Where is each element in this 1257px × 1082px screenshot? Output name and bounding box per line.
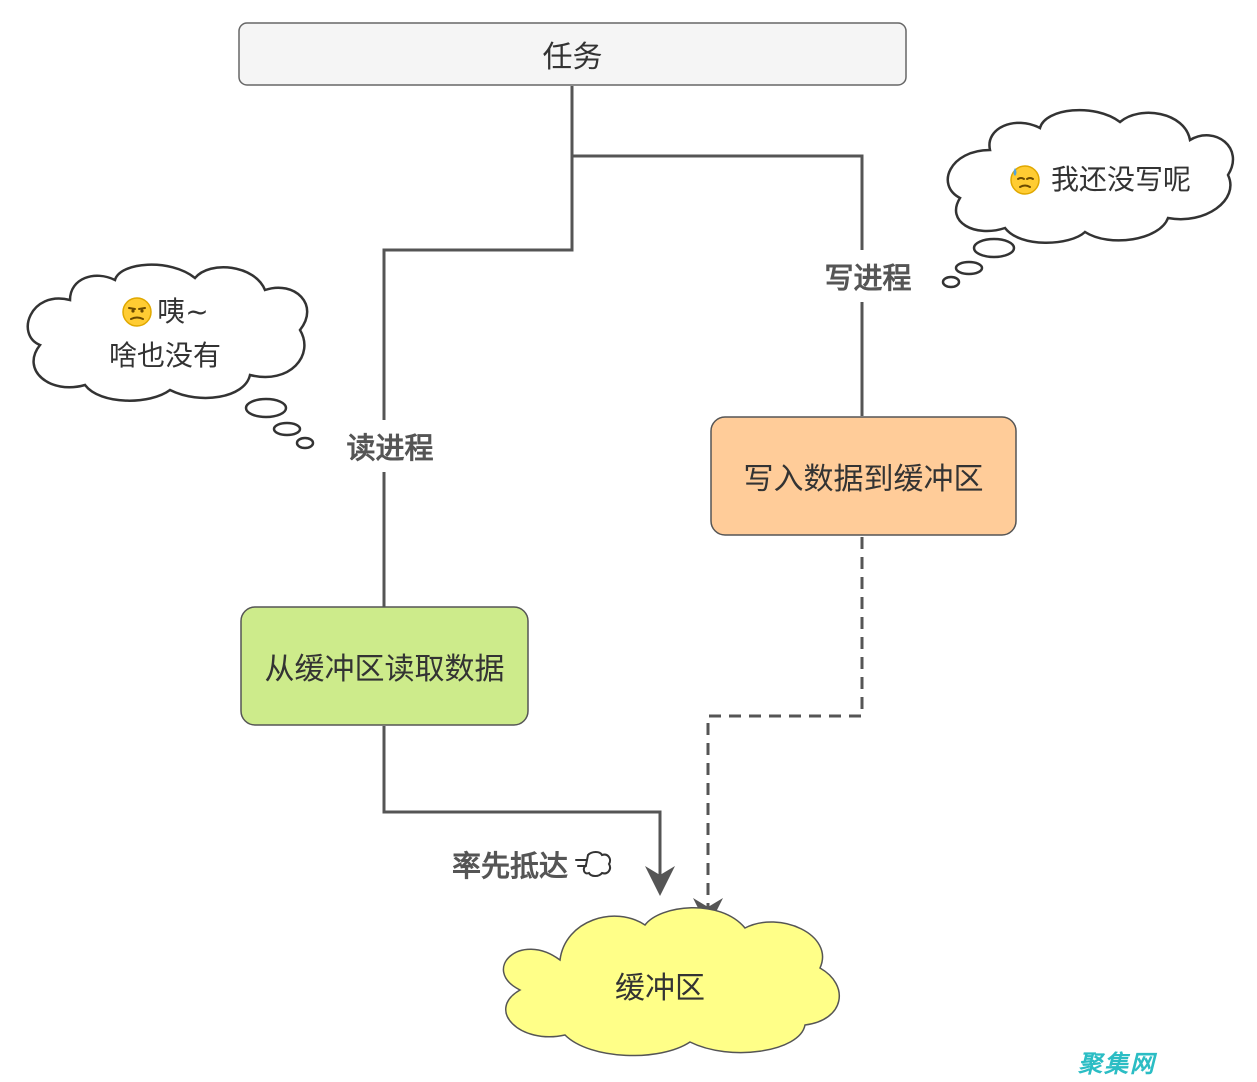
watermark-logo: 聚集网 xyxy=(1078,1050,1156,1078)
write-to-buffer-dashed-arrow xyxy=(693,537,864,928)
reader-thought-bubble-medium xyxy=(272,421,302,437)
task-write-connector xyxy=(572,154,864,416)
task-node xyxy=(238,22,907,86)
write-to-buffer-node xyxy=(710,416,1017,536)
writer-thought-cloud xyxy=(946,108,1235,244)
read-to-buffer-arrow xyxy=(382,726,675,896)
writer-thought-bubble-large xyxy=(972,237,1016,259)
reader-thought-bubble-large xyxy=(244,397,288,419)
writer-thought-bubble-small xyxy=(941,275,961,289)
writer-thought-bubble-medium xyxy=(954,260,984,276)
task-trunk-connector xyxy=(382,86,574,607)
read-from-buffer-node xyxy=(240,606,529,726)
buffer-cloud-node xyxy=(502,907,840,1057)
reader-thought-bubble-small xyxy=(295,436,315,450)
reader-thought-cloud xyxy=(26,263,309,402)
